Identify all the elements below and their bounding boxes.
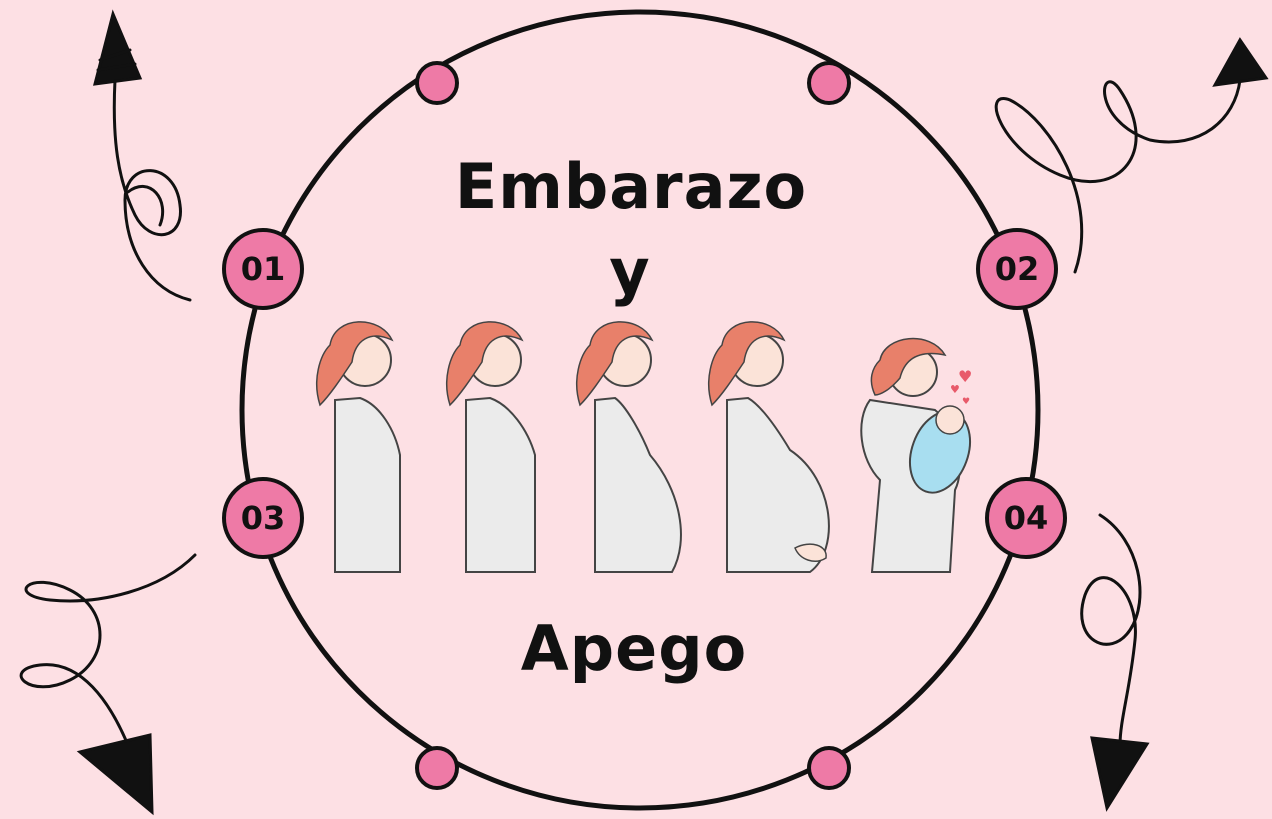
arrow-doodle-bottom-right [1080, 513, 1150, 812]
main-ring [239, 9, 1041, 811]
heart-icon-small: ♥ [950, 383, 960, 396]
title-line-3: Apego [520, 612, 748, 685]
title-line-1: Embarazo [454, 150, 808, 223]
badge-01: 01 [222, 228, 304, 310]
arrow-doodle-top-right [994, 37, 1269, 274]
badge-04: 04 [985, 477, 1067, 559]
heart-icon-tiny: ♥ [962, 397, 970, 407]
ring-dot-bottom-right [807, 746, 851, 790]
badge-03: 03 [222, 477, 304, 559]
figure-stage-2 [446, 321, 536, 573]
pregnancy-illustration: ♥ ♥ ♥ [316, 321, 972, 573]
arrow-doodle-top-left [92, 9, 192, 302]
figure-stage-3 [576, 321, 682, 573]
ring-dot-bottom-left [415, 746, 459, 790]
figure-stage-4 [708, 321, 830, 573]
title-line-2: y [609, 235, 651, 308]
arrow-doodle-bottom-left [19, 553, 197, 816]
figure-stage-1 [316, 321, 401, 573]
figure-mother-with-baby: ♥ ♥ ♥ [860, 338, 972, 573]
ring-dot-top-left [415, 61, 459, 105]
heart-icon: ♥ [958, 367, 972, 386]
badge-02: 02 [976, 228, 1058, 310]
ring-dot-top-right [807, 61, 851, 105]
